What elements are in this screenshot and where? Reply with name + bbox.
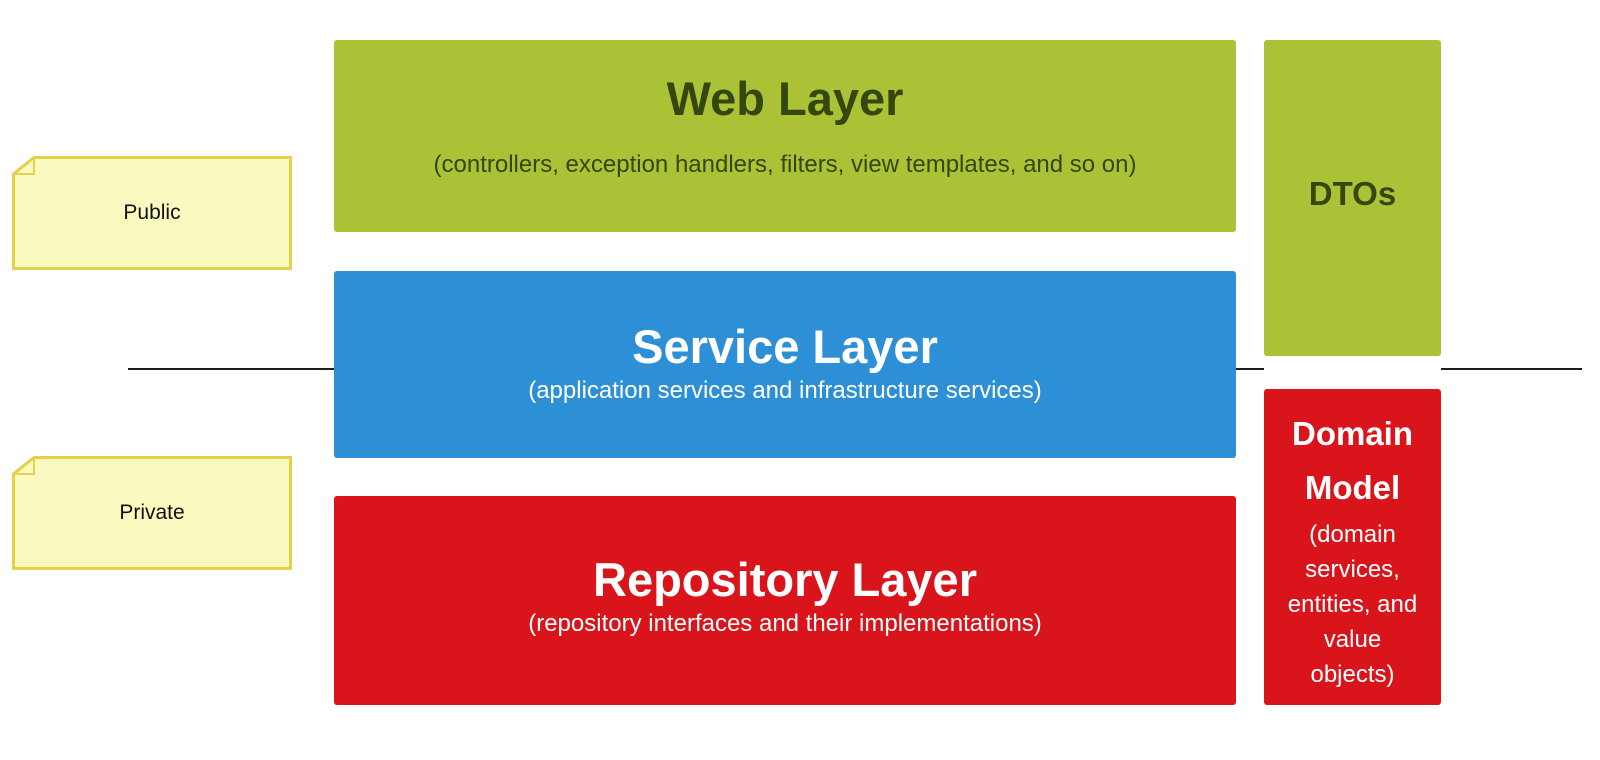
- public-note: Public: [12, 156, 292, 270]
- public-private-divider-right: [1441, 368, 1582, 370]
- repository-layer-box: Repository Layer (repository interfaces …: [334, 496, 1236, 705]
- note-shape-icon: [12, 156, 292, 270]
- public-note-label: Public: [123, 201, 181, 224]
- domain-model-description-line: value: [1323, 626, 1382, 653]
- service-layer-box: Service Layer (application services and …: [334, 271, 1236, 458]
- domain-model-description-line: entities, and: [1287, 591, 1418, 618]
- private-note: Private: [12, 456, 292, 570]
- web-layer-description: (controllers, exception handlers, filter…: [433, 150, 1137, 178]
- domain-model-description-line: (domain: [1309, 521, 1396, 548]
- web-layer-title: Web Layer: [666, 72, 904, 125]
- public-private-divider-mid: [1236, 368, 1264, 370]
- service-layer-title: Service Layer: [632, 320, 938, 373]
- private-note-label: Private: [119, 501, 185, 524]
- domain-model-description-line: services,: [1305, 556, 1400, 583]
- public-private-divider-left: [128, 368, 334, 370]
- domain-model-title-line-1: Domain: [1291, 415, 1413, 452]
- domain-model-description: (domain services, entities, and value ob…: [1288, 517, 1417, 692]
- dtos-title: DTOs: [1308, 174, 1397, 212]
- domain-model-description-line: objects): [1310, 661, 1395, 688]
- dtos-box: DTOs: [1264, 40, 1441, 356]
- domain-model-title-line-2: Model: [1304, 469, 1401, 506]
- service-layer-description: (application services and infrastructure…: [528, 376, 1042, 404]
- domain-model-box: Domain Model (domain services, entities,…: [1264, 389, 1441, 705]
- note-shape-icon: [12, 456, 292, 570]
- repository-layer-title: Repository Layer: [593, 553, 977, 606]
- web-layer-box: Web Layer (controllers, exception handle…: [334, 40, 1236, 232]
- repository-layer-description: (repository interfaces and their impleme…: [528, 609, 1042, 637]
